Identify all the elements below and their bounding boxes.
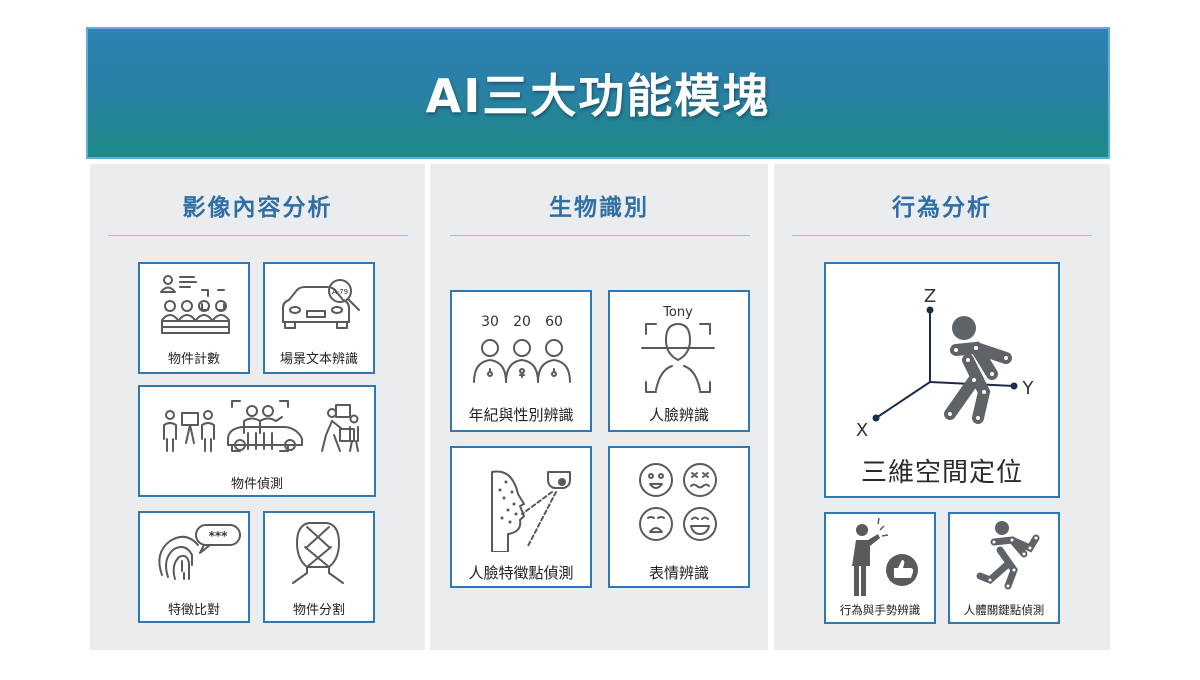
age-label: 20 — [513, 314, 531, 330]
column-divider — [108, 235, 408, 236]
column-title: 影像內容分析 — [182, 195, 333, 221]
age-label: 60 — [545, 314, 563, 330]
fingerprint-icon: *** — [158, 524, 241, 580]
column-image-analysis: 影像內容分析 物件計數 — [90, 164, 425, 650]
column-divider — [450, 235, 750, 236]
axis-z-label: Z — [924, 286, 936, 307]
page-title: AI三大功能模塊 — [425, 69, 771, 123]
card-label: 人體關鍵點偵測 — [963, 603, 1045, 617]
card-feature-matching[interactable]: *** 特徵比對 — [138, 511, 250, 623]
card-label: 場景文本辨識 — [279, 352, 358, 367]
card-face-recognition[interactable]: Tony 人臉辨識 — [608, 290, 750, 432]
car-plate-icon: A-79 — [282, 279, 360, 329]
card-label: 物件分割 — [292, 603, 345, 618]
age-gender-icon: 30 20 60 — [473, 314, 571, 383]
face-recognition-icon: Tony — [641, 305, 715, 393]
card-label: 行為與手勢辨識 — [839, 603, 921, 617]
gesture-icon — [852, 517, 918, 596]
header-banner: AI三大功能模塊 — [86, 27, 1110, 159]
3d-pose-icon: Z Y X — [856, 286, 1035, 441]
card-label: 人臉辨識 — [648, 406, 709, 424]
card-label: 年紀與性別辨識 — [468, 406, 574, 424]
card-label: 物件偵測 — [230, 477, 283, 492]
emotion-faces-icon — [639, 463, 717, 541]
card-object-counting[interactable]: 物件計數 — [138, 262, 250, 374]
age-label: 30 — [481, 314, 499, 330]
column-divider — [792, 235, 1092, 236]
column-title: 行為分析 — [892, 195, 992, 221]
card-emotion-recognition[interactable]: 表情辨識 — [608, 446, 750, 588]
card-label: 表情辨識 — [648, 564, 709, 582]
card-label: 物件計數 — [167, 352, 220, 367]
card-label: 人臉特徵點偵測 — [468, 564, 574, 582]
object-detection-icon — [163, 400, 359, 452]
card-gesture-recognition[interactable]: 行為與手勢辨識 — [824, 512, 936, 624]
keypoint-runner-icon — [976, 521, 1040, 590]
card-age-gender[interactable]: 30 20 60 年紀與性別辨識 — [450, 290, 592, 432]
column-biometrics: 生物識別 30 20 60 年紀與性別辨識 Tony — [430, 164, 768, 650]
plate-text: A-79 — [332, 288, 348, 296]
card-object-segmentation[interactable]: 物件分割 — [263, 511, 375, 623]
card-label: 三維空間定位 — [860, 458, 1023, 488]
face-name-text: Tony — [662, 305, 693, 320]
column-title: 生物識別 — [549, 195, 649, 221]
masked-password-text: *** — [209, 529, 229, 543]
card-3d-localization[interactable]: Z Y X 三維空間定位 — [824, 262, 1060, 498]
column-behavior-analysis: 行為分析 Z Y X 三維空間定位 — [774, 164, 1110, 650]
card-body-keypoints[interactable]: 人體關鍵點偵測 — [948, 512, 1060, 624]
card-object-detection[interactable]: 物件偵測 — [138, 385, 376, 497]
axis-y-label: Y — [1022, 378, 1035, 399]
segmentation-head-icon — [292, 522, 344, 584]
people-count-icon — [160, 275, 230, 334]
card-scene-text[interactable]: A-79 場景文本辨識 — [263, 262, 375, 374]
axis-x-label: X — [856, 420, 868, 441]
card-label: 特徵比對 — [167, 603, 220, 618]
face-landmark-icon — [491, 470, 571, 552]
card-face-landmarks[interactable]: 人臉特徵點偵測 — [450, 446, 592, 588]
